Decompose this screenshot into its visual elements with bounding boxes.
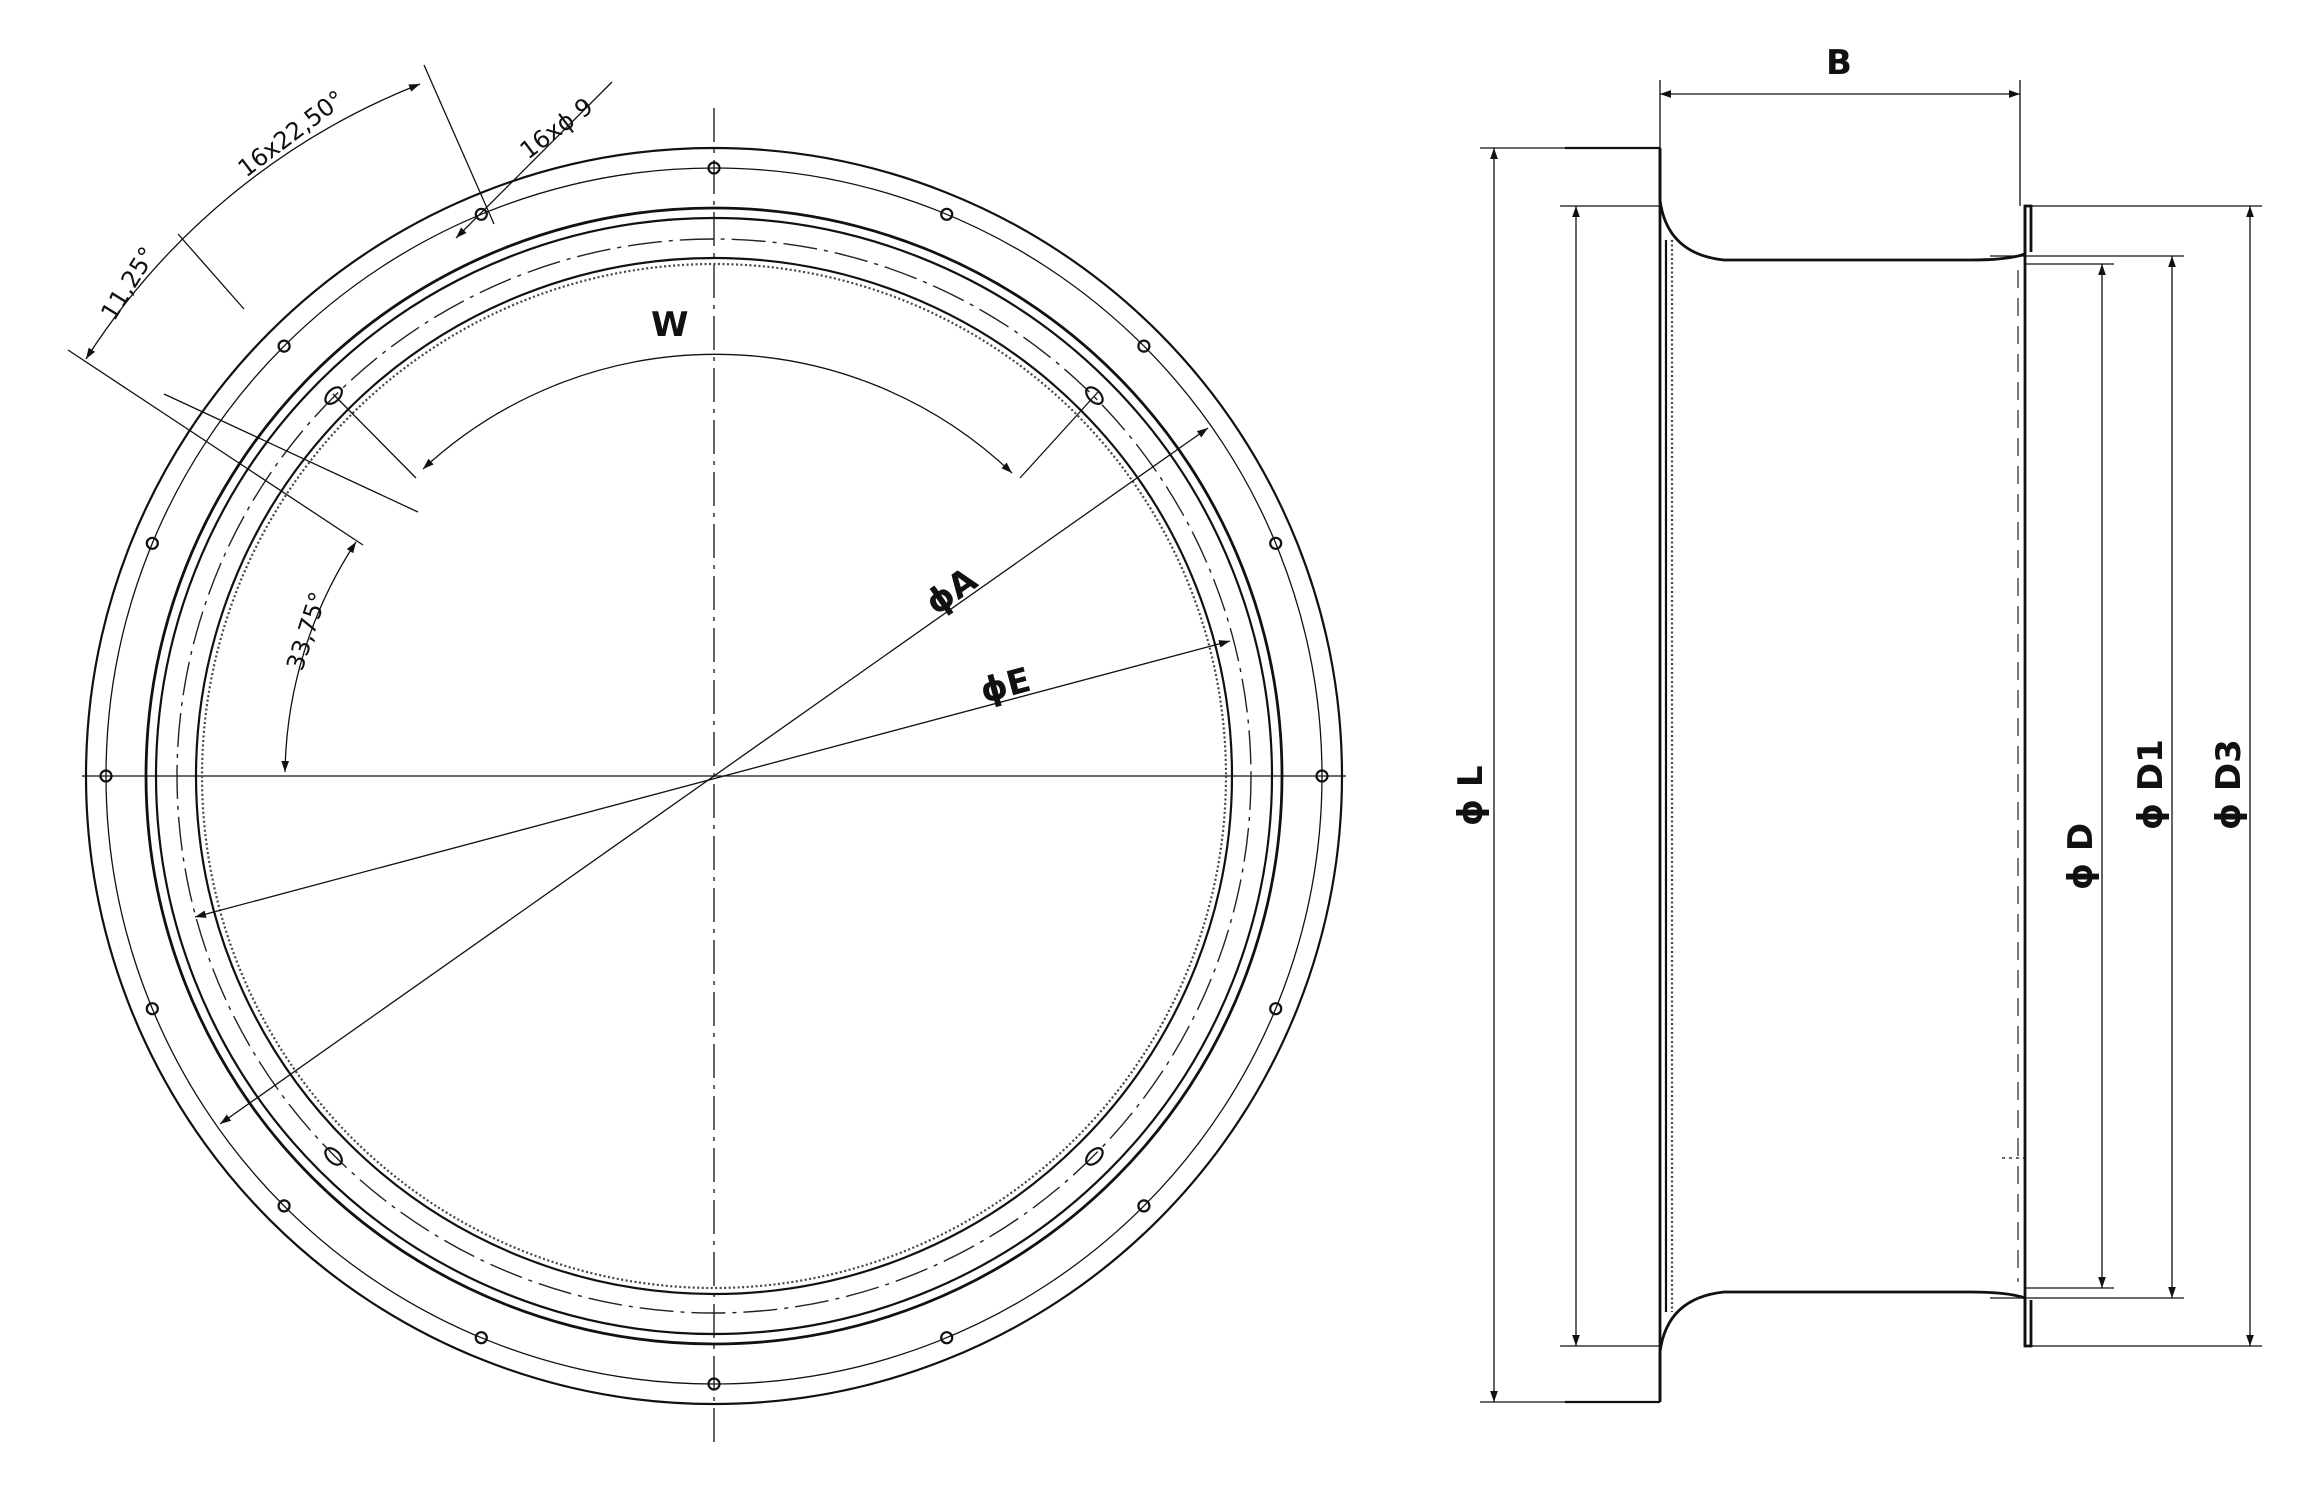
b-label: B (1826, 43, 1852, 83)
phi-d3-label: ϕ D3 (2209, 739, 2249, 830)
bolt-hole (1269, 1002, 1283, 1016)
slot (324, 1147, 343, 1166)
bolt-hole-leader (455, 81, 613, 239)
inner-ring-circle (154, 216, 1274, 1336)
extension-line-11 (67, 349, 364, 546)
slot (1085, 1147, 1104, 1166)
bolt-hole (99, 769, 113, 783)
bolt-spacing-dimension-arc (85, 83, 421, 360)
bolt-hole (145, 1002, 159, 1016)
w-extension-right (1019, 391, 1099, 479)
slot (324, 386, 343, 405)
bolt-circle (105, 167, 1323, 1385)
bolt-hole-label: 16xϕ 9 (515, 92, 599, 165)
bolt-hole (1137, 1199, 1151, 1213)
phi-d-label: ϕ D (2061, 823, 2101, 890)
flange-inner-circle (144, 206, 1284, 1346)
bolt-hole (145, 536, 159, 550)
side-body-outline-bottom (1658, 1290, 2033, 1402)
w-dimension-arc (422, 353, 1013, 474)
outer-flange-circle (84, 146, 1344, 1406)
bolt-hole (707, 1377, 721, 1391)
angle-offset-label: 11,25° (95, 242, 162, 325)
extension-line-mid (177, 233, 245, 310)
phi-l-label: ϕ L (1451, 765, 1491, 826)
bolt-hole (474, 207, 488, 221)
bolt-hole (277, 1199, 291, 1213)
w-label: W (651, 305, 689, 345)
extension-line-lower (163, 393, 419, 513)
phi-a-label: ϕA (918, 559, 985, 623)
bolt-hole (940, 207, 954, 221)
bolt-hole (1269, 536, 1283, 550)
bolt-count-label: 16x22,50° (233, 85, 350, 183)
extension-line-bolt (423, 64, 495, 225)
bolt-hole (940, 1331, 954, 1345)
phi-d1-label: ϕ D1 (2131, 739, 2171, 830)
front-view: W ϕA ϕE 16x22,50° 11,25° 16xϕ 9 33,75° (67, 64, 1346, 1446)
side-body-outline (1658, 148, 2033, 262)
phi-e-label: ϕE (976, 660, 1035, 712)
slot-angle-dimension-arc (281, 541, 357, 773)
bolt-hole (1137, 339, 1151, 353)
bolt-hole (1315, 769, 1329, 783)
w-extension-left (332, 393, 417, 479)
bolt-holes (99, 161, 1329, 1391)
side-view: B ϕ L ϕ D ϕ D1 ϕ D3 (1451, 43, 2262, 1404)
phi-e-dimension-line (194, 640, 1231, 918)
bolt-hole (707, 161, 721, 175)
dashdot-circle (176, 238, 1252, 1314)
slot-angle-label: 33,75° (281, 588, 333, 673)
bolt-hole (474, 1331, 488, 1345)
